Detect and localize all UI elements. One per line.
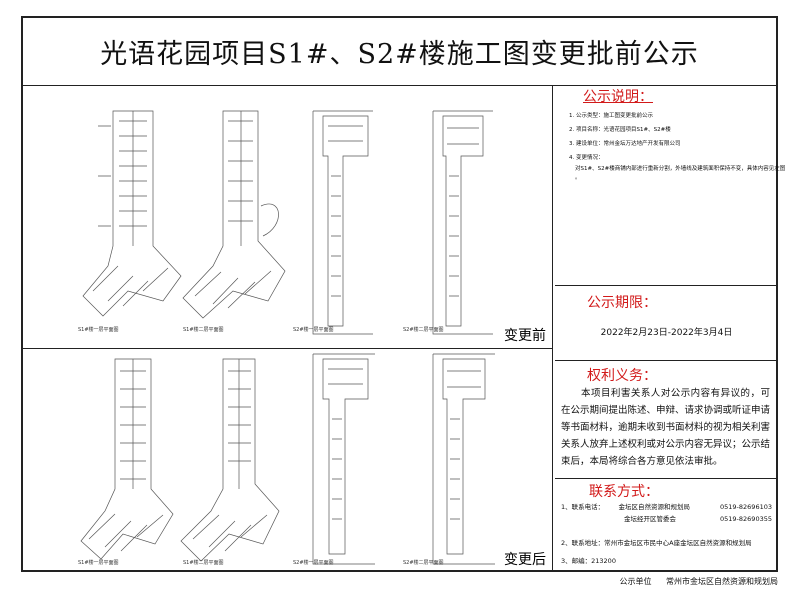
- rights-title: 权利义务：: [587, 368, 657, 384]
- phone-org: 金坛经开区管委会: [624, 515, 677, 523]
- rights-panel: 权利义务： 本项目利害关系人对公示内容有异议的，可在公示期间提出陈述、申辩、请求…: [555, 361, 778, 479]
- plan-caption: S1#楼二层平面图: [183, 560, 224, 566]
- plan-s2-floor1: [312, 110, 373, 335]
- plan-caption: S2#楼二层平面图: [403, 327, 444, 333]
- plan-caption: S2#楼二层平面图: [403, 560, 444, 566]
- phone-label: 1、联系电话：: [561, 503, 605, 511]
- list-item: 4. 变更情况：: [569, 155, 604, 161]
- list-item: 1. 公示类型：施工图变更批前公示: [569, 113, 653, 119]
- notes-list: 1. 公示类型：施工图变更批前公示 2. 项目名称：光语花园项目S1#、S2#楼…: [561, 109, 772, 165]
- contact-phone-row: 1、联系电话： 金坛区自然资源和规划局 0519-82696103: [561, 501, 772, 513]
- contact-title: 联系方式：: [589, 484, 659, 500]
- title-row: 光语花园项目S1#、S2#楼施工图变更批前公示: [23, 18, 776, 86]
- phone-org: 金坛区自然资源和规划局: [618, 503, 691, 511]
- stage-label-before: 变更前: [504, 328, 546, 344]
- footer-label: 公示单位: [619, 577, 652, 586]
- contact-phone-row: 金坛经开区管委会 0519-82690355: [561, 513, 772, 525]
- plan-caption: S1#楼一层平面图: [78, 560, 119, 566]
- floor-plans-before: [82, 110, 493, 335]
- plan-caption: S2#楼一层平面图: [293, 327, 334, 333]
- footer-org: 常州市金坛区自然资源和规划局: [666, 577, 778, 586]
- page-title: 光语花园项目S1#、S2#楼施工图变更批前公示: [100, 39, 699, 70]
- plan-s2-floor1: [312, 353, 375, 565]
- drawing-before: S1#楼一层平面图 S1#楼二层平面图 S2#楼一层平面图 S2#楼二层平面图 …: [23, 86, 553, 349]
- plan-s1-floor1: [82, 110, 182, 317]
- period-title: 公示期限：: [587, 295, 657, 311]
- plan-caption: S1#楼一层平面图: [78, 327, 119, 333]
- drawing-after: S1#楼一层平面图 S1#楼二层平面图 S2#楼一层平面图 S2#楼二层平面图 …: [23, 349, 553, 572]
- floor-plans-after: [80, 353, 495, 565]
- plan-s1-floor2: [180, 358, 280, 562]
- contact-postcode: 3、邮编：213200: [561, 557, 616, 565]
- change-description-cont: 。: [575, 175, 581, 181]
- change-description: 对S1#、S2#楼商铺内部进行重新分割，外墙线及建筑面积保持不变，具体内容见左图: [575, 166, 786, 172]
- plan-s1-floor1: [80, 358, 174, 560]
- plan-s2-floor2: [432, 110, 493, 335]
- plan-caption: S1#楼二层平面图: [183, 327, 224, 333]
- period-dates: 2022年2月23日-2022年3月4日: [600, 328, 733, 338]
- plan-s1-floor2: [182, 110, 286, 319]
- list-item: 2. 项目名称：光语花园项目S1#、S2#楼: [569, 127, 671, 133]
- notes-title: 公示说明：: [583, 89, 653, 105]
- notes-panel: 公示说明： 1. 公示类型：施工图变更批前公示 2. 项目名称：光语花园项目S1…: [555, 86, 786, 286]
- phone-number: 0519-82690355: [720, 515, 772, 523]
- plan-caption: S2#楼一层平面图: [293, 560, 334, 566]
- phone-number: 0519-82696103: [720, 503, 772, 511]
- notice-board: 光语花园项目S1#、S2#楼施工图变更批前公示: [21, 16, 786, 572]
- plan-s2-floor2: [432, 353, 495, 565]
- contact-panel: 联系方式： 1、联系电话： 金坛区自然资源和规划局 0519-82696103 …: [555, 479, 778, 572]
- period-panel: 公示期限： 2022年2月23日-2022年3月4日: [555, 286, 778, 361]
- footer: 公示单位 常州市金坛区自然资源和规划局: [619, 576, 778, 587]
- list-item: 3. 建设单位：常州金坛万达地产开发有限公司: [569, 141, 681, 147]
- rights-text: 本项目利害关系人对公示内容有异议的，可在公示期间提出陈述、申辩、请求协调或听证申…: [561, 388, 771, 467]
- stage-label-after: 变更后: [504, 552, 546, 568]
- contact-address: 2、联系地址：常州市金坛区市民中心A座金坛区自然资源和规划局: [561, 539, 752, 547]
